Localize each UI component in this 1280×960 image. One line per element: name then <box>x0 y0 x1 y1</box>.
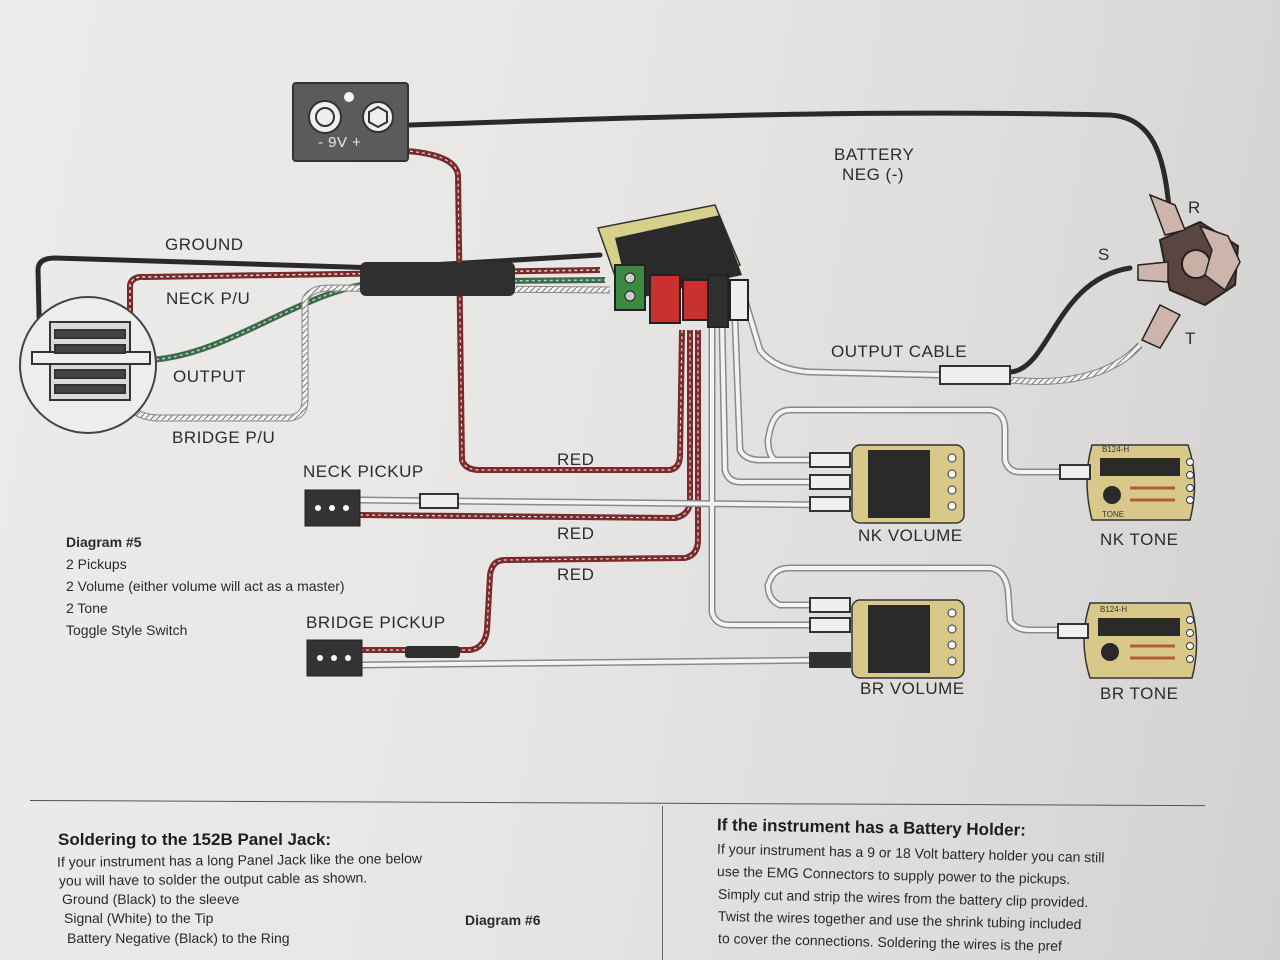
label-nk-volume: NK VOLUME <box>858 526 963 545</box>
diagram-note-line: 2 Tone <box>66 600 108 616</box>
label-br-tone: BR TONE <box>1100 684 1179 703</box>
label-neck-pickup: NECK PICKUP <box>303 462 424 481</box>
label-neck-pu: NECK P/U <box>166 289 251 308</box>
wire-red-battery <box>379 147 685 473</box>
label-s: S <box>1098 245 1110 264</box>
label-nk-tone: NK TONE <box>1100 530 1179 549</box>
wires-signal-white <box>359 299 1060 667</box>
wire-output-braided <box>1009 342 1143 385</box>
wire-bridge-pu <box>121 284 611 422</box>
diagram-notes-title: Diagram #5 <box>66 534 142 550</box>
wire-neck-pu <box>127 267 601 335</box>
jack-section-line: Battery Negative (Black) to the Ring <box>67 930 290 946</box>
label-red-1: RED <box>557 450 595 469</box>
diagram-note-line: 2 Pickups <box>66 556 127 572</box>
nk-tone-tag: TONE <box>1102 510 1124 519</box>
diagram-notes: Diagram #5 2 Pickups 2 Volume (either vo… <box>66 534 345 644</box>
neck-pickup-connector <box>304 489 459 527</box>
br-tone-code: B124-H <box>1100 605 1127 614</box>
diagram-note-line: Toggle Style Switch <box>66 622 188 638</box>
battery-label: - 9V + <box>318 134 362 151</box>
wire-red-bridge-pickup <box>360 330 701 653</box>
br-volume-pot <box>809 597 965 679</box>
jack-section-title: Soldering to the 152B Panel Jack: <box>58 830 332 849</box>
label-r: R <box>1188 198 1201 217</box>
label-battery-neg-1: BATTERY <box>834 145 915 164</box>
label-bridge-pu: BRIDGE P/U <box>172 428 276 447</box>
nk-tone-code: B124-H <box>1102 445 1129 454</box>
label-ground: GROUND <box>165 235 244 254</box>
toggle-switch <box>19 296 157 434</box>
label-t: T <box>1185 329 1196 348</box>
label-red-3: RED <box>557 565 595 584</box>
diagram-note-line: 2 Volume (either volume will act as a ma… <box>66 578 345 594</box>
column-divider <box>662 806 663 960</box>
label-br-volume: BR VOLUME <box>860 679 965 698</box>
jack-section-line: Ground (Black) to the sleeve <box>62 891 240 907</box>
diagram-6-label: Diagram #6 <box>465 912 541 928</box>
wire-red-neck-pickup <box>359 330 693 522</box>
label-battery-neg-2: NEG (-) <box>842 165 905 184</box>
jack-section-line: Signal (White) to the Tip <box>64 910 214 926</box>
output-cable-plug <box>939 365 1011 385</box>
label-output-cable: OUTPUT CABLE <box>831 342 968 361</box>
main-connector-board <box>597 204 749 328</box>
bridge-pickup-connector <box>306 639 460 677</box>
label-red-2: RED <box>557 524 595 543</box>
stereo-jack <box>1137 193 1241 349</box>
shrink-tube <box>360 262 515 296</box>
label-bridge-pickup: BRIDGE PICKUP <box>306 613 446 632</box>
label-output: OUTPUT <box>173 367 246 386</box>
battery-terminal-positive-icon <box>362 101 394 133</box>
jack-section-line: you will have to solder the output cable… <box>58 869 368 889</box>
wire-ground-black <box>35 110 1173 375</box>
nk-volume-pot <box>809 444 965 524</box>
br-tone-board: B124-H <box>1057 602 1198 679</box>
battery-snap <box>292 82 409 162</box>
nk-tone-board: B124-H TONE <box>1059 444 1196 521</box>
